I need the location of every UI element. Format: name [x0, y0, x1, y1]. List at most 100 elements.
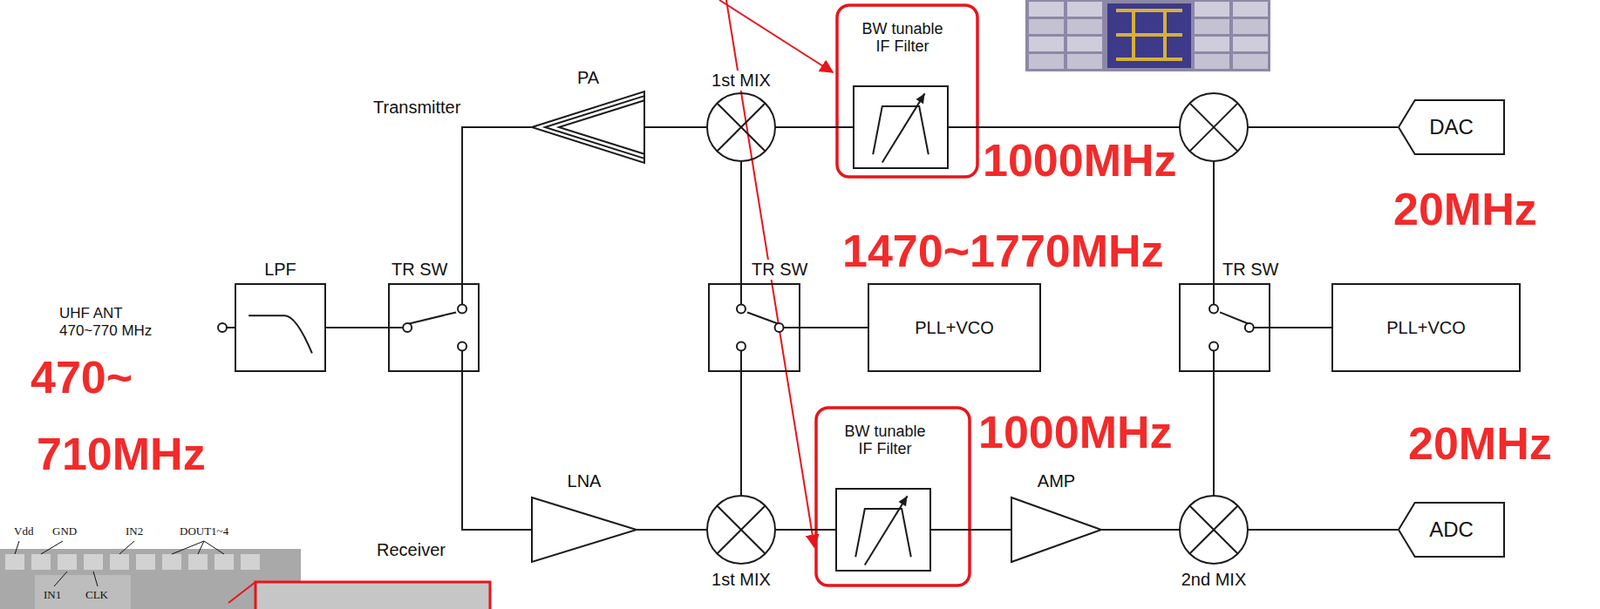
- chip-photo: [1067, 19, 1103, 35]
- chip-photo: [1067, 36, 1103, 52]
- tuning-arrow: [882, 93, 926, 163]
- node-outline: [709, 285, 799, 371]
- signal-wire: [800, 326, 868, 329]
- chip-photo: [1194, 19, 1230, 35]
- chip-photo: [1116, 10, 1183, 60]
- amplifier-outline: [531, 497, 637, 563]
- mixer-symbol: [1179, 93, 1248, 162]
- chip-photo: [1028, 54, 1064, 69]
- chip-photo: [5, 554, 25, 571]
- pin-leader: [40, 541, 63, 555]
- node-outline: [837, 490, 930, 571]
- signal-wire: [776, 529, 836, 532]
- signal-wire: [326, 326, 389, 329]
- signal-wire: [645, 126, 707, 129]
- tuning-arrowhead: [916, 93, 926, 104]
- signal-wire: [462, 372, 532, 531]
- signal-wire: [1212, 372, 1215, 496]
- pin-leader: [14, 541, 20, 555]
- chip-photo: [1194, 54, 1230, 69]
- signal-wire: [226, 127, 1398, 328]
- switch-wire: [1212, 285, 1215, 305]
- signal-wire: [226, 326, 235, 329]
- switch-lever: [407, 312, 457, 325]
- connector-group: [326, 127, 1398, 531]
- switch-contact: [775, 323, 784, 333]
- pin-name: Vdd: [13, 525, 34, 539]
- mixer-cross: [716, 505, 765, 554]
- switch-wire: [740, 285, 743, 305]
- switch-contact: [736, 304, 746, 314]
- pin-name: DOUT1~4: [179, 525, 229, 539]
- block-label: DAC: [1429, 115, 1474, 140]
- mixer-symbol: [1189, 102, 1238, 151]
- chip-photo: [188, 554, 208, 571]
- switch-contact: [402, 323, 412, 333]
- mixer-circle: [707, 496, 776, 565]
- mixer-circle: [707, 93, 776, 162]
- signal-wire: [637, 529, 707, 532]
- switch-contact: [457, 342, 467, 352]
- node-outline: [706, 495, 777, 566]
- tuning-arrowhead: [898, 496, 908, 507]
- mixer-symbol: 1st MIX: [706, 495, 777, 566]
- signal-wire: [462, 127, 532, 284]
- pin-name: IN1: [43, 589, 62, 603]
- chip-photo: [1232, 19, 1268, 35]
- part-label: BW tunable IF Filter: [855, 20, 950, 56]
- filter-response: [855, 509, 912, 558]
- pin-leader: [14, 541, 225, 587]
- pin-name: CLK: [85, 589, 109, 603]
- chip-photo: [1194, 36, 1230, 52]
- node-outline: [1010, 497, 1103, 564]
- chip-photo: [1194, 1, 1230, 17]
- signal-wire: [931, 529, 1011, 532]
- antenna-port: [217, 323, 227, 333]
- switch-wire: [1212, 351, 1215, 371]
- converter-outline: [1398, 503, 1505, 558]
- amplifier-outline: [1011, 497, 1102, 563]
- chip-photo: [214, 554, 234, 571]
- chip-photo: [109, 554, 130, 571]
- signal-wire: [740, 162, 743, 284]
- block-label: PLL+VCO: [1386, 318, 1466, 339]
- switch-wire: [740, 351, 743, 371]
- node-outline: [531, 90, 646, 164]
- pll-vco-box: PLL+VCO: [1331, 283, 1521, 373]
- signal-wire: [776, 126, 853, 129]
- part-label: LPF: [262, 259, 299, 280]
- if-filter-box: BW tunable IF Filter: [835, 488, 932, 572]
- frequency-note: 20MHz: [1393, 186, 1538, 232]
- tuning-arrow: [864, 496, 908, 566]
- block-label: PLL+VCO: [914, 318, 995, 339]
- part-label: PA: [575, 68, 601, 89]
- part-label: 1st MIX: [709, 570, 773, 591]
- converter-block: DAC: [1397, 99, 1505, 156]
- frequency-note: 710MHz: [36, 431, 206, 477]
- node-outline: [389, 285, 478, 371]
- signal-wire: [740, 372, 743, 496]
- node-outline: [236, 285, 325, 371]
- frequency-note: 1000MHz: [982, 137, 1178, 184]
- part-label: TR SW: [389, 259, 450, 280]
- converter-outline: [1398, 100, 1505, 155]
- chip-photo: [34, 575, 131, 609]
- pll-vco-box: PLL+VCO: [867, 283, 1042, 373]
- mixer-cross: [716, 102, 765, 151]
- block-label: ADC: [1429, 517, 1474, 543]
- part-label: 1st MIX: [709, 70, 773, 91]
- chip-photo: [57, 554, 77, 571]
- power-amplifier: PA: [531, 90, 646, 164]
- mixer-symbol: [1189, 102, 1238, 151]
- frequency-note: 1000MHz: [978, 409, 1173, 456]
- switch-contact: [457, 304, 467, 314]
- chip-photo: [1025, 0, 1271, 72]
- chip-photo: [1025, 0, 1271, 72]
- mixer-circle: [1179, 496, 1248, 565]
- mixer-symbol: 1st MIX: [706, 92, 777, 163]
- frequency-note: 470~: [30, 354, 133, 401]
- signal-wire: [1102, 529, 1179, 532]
- chip-photo: [136, 554, 156, 571]
